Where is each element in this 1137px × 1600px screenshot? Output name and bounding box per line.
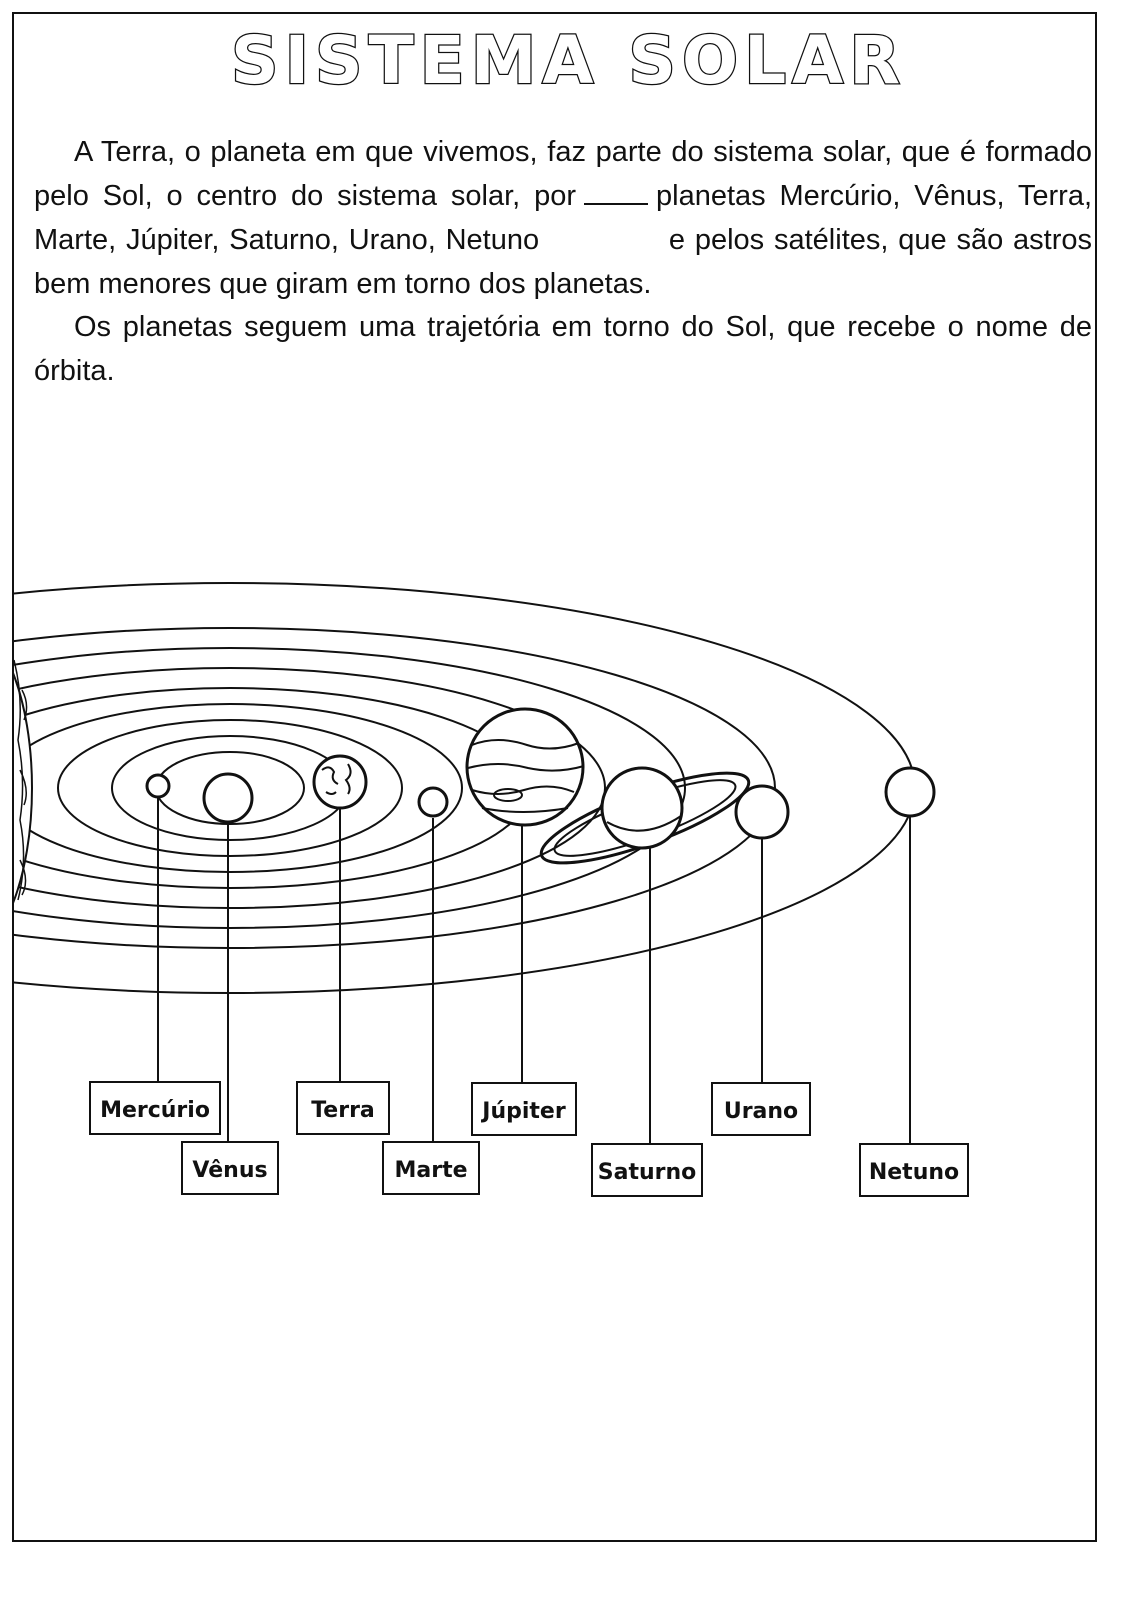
page-title: SISTEMA SOLAR xyxy=(230,21,907,101)
venus-planet xyxy=(202,772,254,824)
terra-label: Terra xyxy=(296,1081,390,1135)
sun-icon xyxy=(14,659,33,904)
orbit-paragraph: Os planetas seguem uma trajetória em tor… xyxy=(34,305,1092,393)
svg-text:Terra: Terra xyxy=(311,1098,375,1123)
svg-text:Mercúrio: Mercúrio xyxy=(100,1098,210,1123)
intro-text-c: e pelos satélites, que são astros bem me… xyxy=(34,224,1092,300)
intro-paragraph: A Terra, o planeta em que vivemos, faz p… xyxy=(34,130,1092,306)
svg-text:Marte: Marte xyxy=(394,1158,467,1183)
intro-text-b: planetas Mercúrio, Vênus, Terra, Marte, … xyxy=(34,180,1093,256)
intro-text-a: A Terra, o planeta em que vivemos, faz p… xyxy=(34,136,1092,212)
saturno-planet xyxy=(539,766,751,865)
planet-labels: Mercúrio Vênus Terra Marte Júpiter Satur… xyxy=(89,1081,969,1197)
netuno-label: Netuno xyxy=(859,1143,969,1197)
jupiter-planet xyxy=(465,707,585,827)
svg-text:Urano: Urano xyxy=(724,1099,798,1124)
svg-text:Netuno: Netuno xyxy=(869,1160,959,1185)
marte-label: Marte xyxy=(382,1141,480,1195)
jupiter-label: Júpiter xyxy=(471,1082,577,1136)
orbit-lines xyxy=(14,582,916,994)
urano-planet xyxy=(734,784,790,840)
urano-label: Urano xyxy=(711,1082,811,1136)
marte-planet xyxy=(417,786,449,818)
terra-planet xyxy=(312,754,368,810)
orbit-text: Os planetas seguem uma trajetória em tor… xyxy=(34,311,1092,387)
venus-label: Vênus xyxy=(181,1141,279,1195)
saturno-label: Saturno xyxy=(591,1143,703,1197)
netuno-planet xyxy=(884,766,936,818)
fill-in-blank[interactable] xyxy=(584,181,649,205)
svg-text:Júpiter: Júpiter xyxy=(480,1099,566,1124)
svg-text:Vênus: Vênus xyxy=(192,1158,267,1183)
mercurio-planet xyxy=(145,773,171,799)
leader-lines xyxy=(157,798,911,1144)
mercurio-label: Mercúrio xyxy=(89,1081,221,1135)
svg-text:Saturno: Saturno xyxy=(598,1160,697,1185)
